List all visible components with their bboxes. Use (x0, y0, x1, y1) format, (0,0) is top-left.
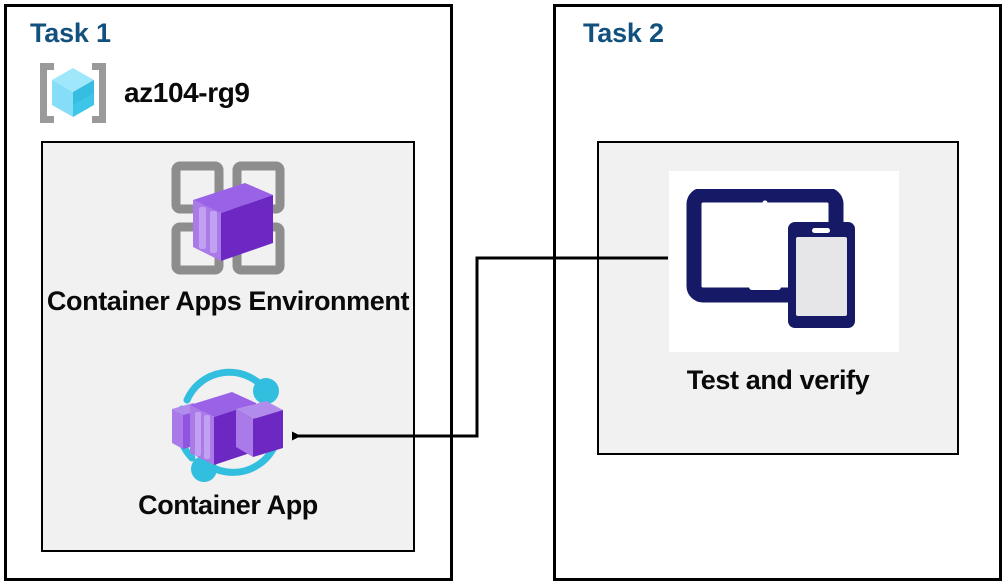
resource-group-label: az104-rg9 (124, 77, 250, 108)
resource-group-row: az104-rg9 (36, 60, 250, 126)
resource-group-icon (36, 60, 110, 126)
test-and-verify-label: Test and verify (686, 365, 870, 395)
task-1-inner-box: Container Apps Environment (41, 141, 415, 552)
devices-test-verify-icon (669, 189, 899, 335)
task-2-inner-box: Test and verify (597, 141, 959, 455)
test-and-verify-icon-card (669, 171, 899, 352)
test-and-verify-item: Test and verify (599, 365, 957, 395)
task-2-title: Task 2 (583, 18, 664, 48)
task-1-title: Task 1 (30, 18, 111, 48)
container-app-item: Container App (43, 365, 413, 520)
container-apps-environment-item: Container Apps Environment (43, 155, 413, 316)
container-apps-environment-label: Container Apps Environment (46, 286, 410, 316)
container-app-label: Container App (138, 490, 318, 520)
container-apps-environment-icon (165, 155, 291, 286)
container-app-icon (160, 365, 296, 490)
